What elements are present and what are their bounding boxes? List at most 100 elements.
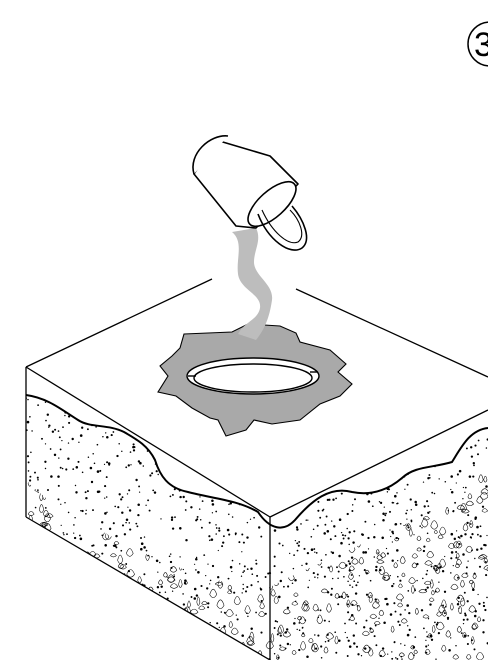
- soil-speck: [244, 491, 246, 493]
- soil-speck: [332, 552, 334, 554]
- soil-speck: [121, 451, 122, 452]
- soil-speck: [34, 551, 36, 553]
- soil-speck: [147, 499, 149, 501]
- soil-speck: [403, 418, 406, 421]
- gravel-stone: [419, 499, 422, 502]
- soil-speck: [204, 633, 206, 635]
- gravel-stone: [110, 554, 116, 557]
- soil-speck: [306, 655, 309, 658]
- gravel-stone: [328, 518, 334, 525]
- soil-speck: [137, 404, 138, 405]
- soil-speck: [209, 644, 211, 646]
- soil-speck: [131, 424, 133, 426]
- soil-speck: [30, 452, 32, 454]
- soil-speck: [104, 512, 107, 515]
- soil-speck: [195, 569, 197, 571]
- soil-speck: [33, 527, 35, 529]
- soil-speck: [290, 644, 291, 645]
- gravel-stone: [300, 641, 305, 650]
- gravel-stone: [274, 582, 279, 586]
- soil-speck: [462, 403, 464, 405]
- soil-speck: [27, 532, 28, 533]
- soil-speck: [340, 429, 342, 431]
- soil-speck: [34, 472, 36, 474]
- soil-speck: [231, 439, 233, 441]
- soil-speck: [255, 612, 257, 614]
- soil-speck: [235, 641, 236, 642]
- soil-speck: [454, 502, 456, 504]
- soil-speck: [411, 509, 412, 510]
- gravel-stone: [316, 466, 323, 474]
- soil-speck: [307, 587, 309, 589]
- gravel-stone: [417, 536, 421, 541]
- soil-speck: [401, 600, 402, 601]
- gravel-stone: [376, 549, 379, 554]
- soil-speck: [65, 642, 66, 643]
- soil-speck: [194, 588, 197, 591]
- soil-speck: [36, 636, 38, 638]
- soil-speck: [351, 510, 353, 512]
- soil-speck: [163, 603, 165, 605]
- soil-speck: [184, 617, 185, 618]
- soil-speck: [126, 622, 128, 624]
- soil-speck: [237, 485, 239, 487]
- soil-speck: [294, 618, 295, 619]
- soil-speck: [161, 644, 163, 646]
- soil-speck: [43, 600, 44, 601]
- soil-speck: [135, 523, 137, 525]
- soil-speck: [88, 573, 90, 575]
- soil-speck: [47, 489, 49, 491]
- gravel-stone: [274, 596, 279, 603]
- soil-speck: [60, 628, 62, 630]
- soil-speck: [243, 473, 245, 475]
- soil-speck: [227, 529, 230, 532]
- soil-speck: [464, 614, 466, 616]
- soil-speck: [464, 492, 465, 493]
- soil-speck: [289, 429, 291, 431]
- soil-speck: [345, 632, 346, 633]
- soil-speck: [109, 395, 110, 396]
- gravel-stone: [52, 631, 60, 636]
- soil-speck: [469, 475, 472, 478]
- soil-speck: [445, 481, 447, 483]
- soil-speck: [200, 519, 202, 521]
- soil-speck: [206, 420, 207, 421]
- soil-speck: [106, 496, 108, 498]
- soil-speck: [323, 532, 326, 535]
- soil-speck: [307, 552, 309, 554]
- soil-speck: [161, 639, 162, 640]
- soil-speck: [451, 533, 454, 536]
- soil-speck: [458, 401, 459, 402]
- soil-speck: [450, 475, 453, 478]
- soil-speck: [428, 645, 429, 646]
- soil-speck: [142, 588, 144, 590]
- soil-speck: [87, 428, 89, 430]
- soil-speck: [90, 467, 93, 470]
- soil-speck: [152, 489, 154, 491]
- soil-speck: [186, 629, 188, 631]
- soil-speck: [192, 630, 194, 632]
- soil-speck: [185, 572, 187, 574]
- gravel-stone: [116, 470, 121, 475]
- soil-speck: [223, 625, 226, 628]
- soil-speck: [57, 550, 59, 552]
- soil-speck: [383, 622, 386, 625]
- soil-speck: [478, 440, 480, 442]
- soil-speck: [349, 473, 350, 474]
- soil-speck: [127, 507, 128, 508]
- soil-speck: [484, 609, 486, 611]
- soil-speck: [50, 448, 52, 450]
- soil-speck: [127, 493, 128, 494]
- soil-speck: [147, 418, 149, 420]
- soil-speck: [124, 533, 126, 535]
- soil-speck: [439, 420, 441, 422]
- soil-speck: [232, 465, 234, 467]
- gravel-stone: [227, 643, 230, 647]
- soil-speck: [308, 500, 309, 501]
- soil-speck: [219, 627, 220, 628]
- gravel-stone: [352, 559, 359, 565]
- soil-speck: [77, 461, 79, 463]
- soil-speck: [438, 633, 439, 634]
- soil-speck: [63, 614, 65, 616]
- soil-speck: [74, 579, 77, 582]
